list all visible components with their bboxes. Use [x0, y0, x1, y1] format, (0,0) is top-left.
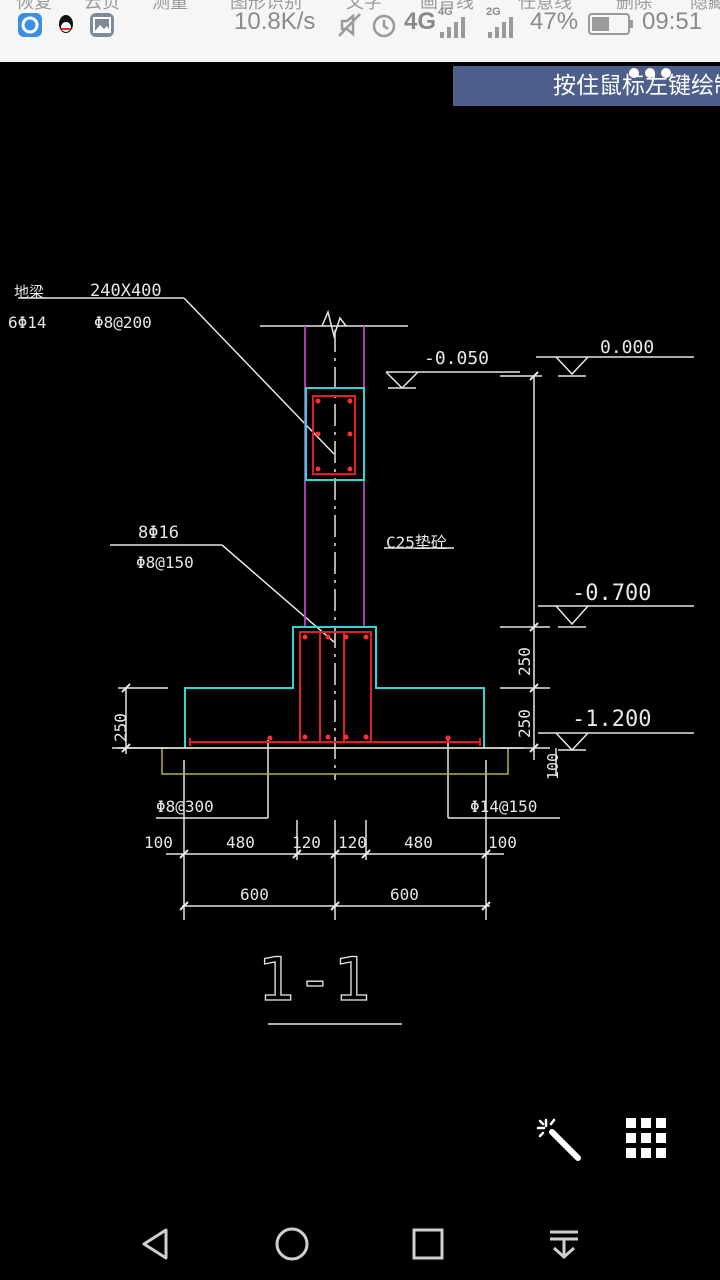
hint-banner: 按住鼠标左键绘制: [453, 66, 720, 106]
status-bar: 恢复 云负 测量 图形识别 文字 画音线 任意线 删除 隐藏 10.8K/s 4…: [0, 0, 720, 62]
dim-ticks: [121, 371, 539, 911]
col-main-rebar: 8Φ16: [138, 523, 179, 543]
network-4g-small: 4G: [438, 6, 453, 18]
navigation-bar: [0, 1207, 720, 1280]
menu-item-recognize[interactable]: 图形识别: [230, 0, 302, 13]
dim-120-b: 120: [338, 833, 367, 852]
bottom-left-rebar: Φ8@300: [156, 797, 214, 816]
level-top-right: 0.000: [600, 337, 654, 358]
menu-item-delete[interactable]: 删除: [616, 0, 652, 13]
menu-item-text[interactable]: 文字: [346, 0, 382, 13]
dim-120-a: 120: [292, 833, 321, 852]
recents-icon[interactable]: [388, 1207, 468, 1280]
menu-item-restore[interactable]: 恢复: [16, 0, 52, 13]
menu-item-measure[interactable]: 测量: [152, 0, 188, 13]
rebar-dots: [267, 398, 451, 741]
concrete-label: C25垫砼: [386, 533, 447, 552]
grid-icon[interactable]: [624, 1116, 668, 1160]
beam-main-rebar: 6Φ14: [8, 313, 47, 332]
drawing-svg: 地梁 240X400 6Φ14 Φ8@200 8Φ16 Φ8@150 C25垫砼…: [8, 281, 694, 1025]
hint-text: 按住鼠标左键绘制: [553, 73, 720, 99]
dim-480-b: 480: [404, 833, 433, 852]
dim-250-left: 250: [111, 713, 130, 742]
dim-250-a: 250: [515, 647, 534, 676]
dim-100-right: 100: [544, 753, 562, 780]
col-stirrup: Φ8@150: [136, 553, 194, 572]
battery-percent: 47%: [530, 8, 579, 35]
toolbar-behind-status: 恢复 云负 测量 图形识别 文字 画音线 任意线 删除 隐藏: [0, 0, 720, 13]
gallery-icon: [90, 13, 114, 37]
beam-label: 地梁: [14, 283, 44, 301]
level-mid: -0.700: [572, 581, 651, 606]
dim-600-a: 600: [240, 885, 269, 904]
beam-stirrup: Φ8@200: [94, 313, 152, 332]
back-icon[interactable]: [116, 1207, 196, 1280]
menu-item-draw-line[interactable]: 画音线: [420, 0, 474, 13]
network-4g: 4G: [404, 8, 437, 35]
magic-wand-icon[interactable]: [536, 1116, 584, 1164]
qq-icon: [54, 13, 78, 37]
menu-item-hide[interactable]: 隐藏: [690, 0, 720, 13]
net-speed: 10.8K/s: [234, 8, 316, 35]
level-markers: [385, 356, 589, 752]
dim-100-a: 100: [144, 833, 173, 852]
beam-size: 240X400: [90, 281, 162, 301]
network-2g-small: 2G: [486, 6, 501, 18]
concrete-outline: [184, 387, 485, 748]
more-icon[interactable]: [628, 64, 672, 78]
bottom-right-rebar: Φ14@150: [470, 797, 537, 816]
drawer-icon[interactable]: [524, 1207, 604, 1280]
home-icon[interactable]: [252, 1207, 332, 1280]
section-title: 1-1: [258, 945, 380, 1015]
cad-canvas[interactable]: 地梁 240X400 6Φ14 Φ8@200 8Φ16 Φ8@150 C25垫砼…: [0, 62, 720, 1207]
menu-item-cloud[interactable]: 云负: [84, 0, 120, 13]
signal-icon-2: [486, 16, 516, 42]
drawing-labels: 地梁 240X400 6Φ14 Φ8@200 8Φ16 Φ8@150 C25垫砼…: [8, 281, 654, 904]
level-top-left: -0.050: [424, 348, 489, 369]
clock: 09:51: [642, 8, 703, 35]
browser-icon: [18, 13, 42, 37]
battery-icon: [588, 12, 634, 40]
rebar: [189, 395, 481, 746]
signal-icon: [438, 16, 468, 42]
alarm-icon: [370, 11, 398, 43]
level-bottom: -1.200: [572, 707, 651, 732]
dim-600-b: 600: [390, 885, 419, 904]
dim-100-b: 100: [488, 833, 517, 852]
dim-250-b: 250: [515, 709, 534, 738]
leader-lines: [18, 297, 694, 1025]
mute-icon: [336, 12, 364, 42]
dim-480-a: 480: [226, 833, 255, 852]
menu-item-any-line[interactable]: 任意线: [518, 0, 572, 13]
